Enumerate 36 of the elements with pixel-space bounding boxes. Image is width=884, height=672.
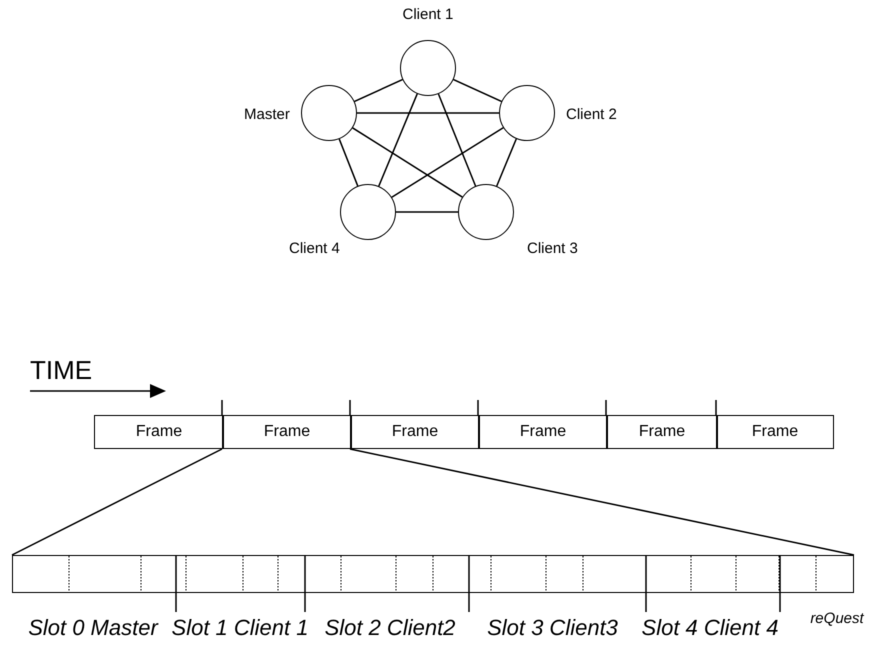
slot-label: Slot 3 Client3 xyxy=(486,614,619,641)
node-circle xyxy=(301,85,357,141)
slot-label: Slot 0 Master xyxy=(27,614,160,641)
node-circle xyxy=(499,85,555,141)
frame-cell: Frame xyxy=(606,415,718,449)
connector-line xyxy=(391,127,504,198)
connector-line xyxy=(378,94,418,186)
connector-line xyxy=(354,78,403,102)
connector-line xyxy=(438,94,476,186)
node-label: Client 1 xyxy=(402,6,454,23)
node-label: Client 2 xyxy=(566,106,617,123)
connector-line xyxy=(352,127,463,198)
connector-line xyxy=(338,138,358,186)
node-label: Client 4 xyxy=(289,240,340,257)
node-label: Master xyxy=(244,106,290,123)
node-circle xyxy=(400,40,456,96)
axis-title: TIME xyxy=(30,357,92,384)
frame-cell: Frame xyxy=(94,415,224,449)
connector-line xyxy=(453,78,502,102)
slot-label: Slot 2 Client2 xyxy=(324,614,456,641)
connector-line xyxy=(496,138,517,186)
frame-cell: Frame xyxy=(350,415,480,449)
connector-line xyxy=(350,448,854,556)
node-label: Client 3 xyxy=(527,240,578,257)
node-circle xyxy=(458,184,514,240)
connector-line xyxy=(357,112,499,114)
node-circle xyxy=(340,184,396,240)
frame-cell: Frame xyxy=(222,415,352,449)
slot-label: reQuest xyxy=(809,610,866,628)
connector-line xyxy=(12,448,222,556)
frame-cell: Frame xyxy=(478,415,608,449)
slot-bar xyxy=(12,555,854,593)
frame-cell: Frame xyxy=(716,415,834,449)
slot-label: Slot 1 Client 1 xyxy=(170,614,310,641)
slot-label: Slot 4 Client 4 xyxy=(640,614,780,641)
connector-line xyxy=(396,211,458,213)
